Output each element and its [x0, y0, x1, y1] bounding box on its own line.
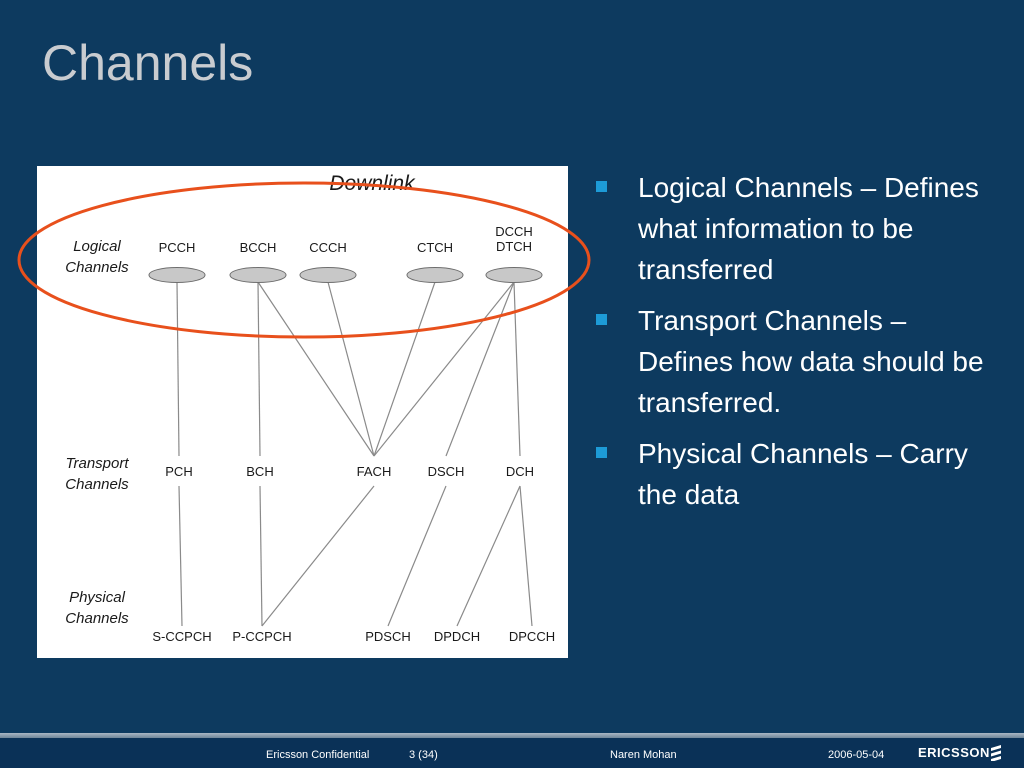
ericsson-logo-icon — [991, 745, 1001, 761]
logical-channel-node-ctch — [406, 267, 464, 283]
mapping-line-ctch-fach — [373, 281, 436, 457]
transport-channel-label-fach: FACH — [357, 464, 392, 479]
transport-channel-label-dsch: DSCH — [428, 464, 465, 479]
footer-date: 2006-05-04 — [828, 749, 885, 761]
square-bullet-icon — [596, 181, 607, 192]
logical-channel-label-dcch-dtch-b: DTCH — [496, 239, 532, 254]
square-bullet-icon — [596, 314, 607, 325]
mapping-line-fach-p-ccpch — [261, 485, 375, 627]
row-label-physical-line2: Channels — [65, 610, 129, 627]
bullet-list: Logical Channels – Defines what informat… — [596, 167, 1006, 525]
footer-bar — [0, 733, 1024, 768]
logical-channel-node-bcch — [229, 267, 287, 283]
bullet-text: Transport Channels – Defines how data sh… — [638, 305, 984, 418]
mapping-line-ccch-fach — [327, 281, 375, 457]
square-bullet-icon — [596, 447, 607, 458]
logical-channels-highlight-oval — [17, 181, 591, 339]
row-label-logical-line1: Logical — [73, 238, 121, 255]
physical-channel-label-pdsch: PDSCH — [365, 629, 411, 644]
row-label-transport-line1: Transport — [65, 455, 129, 472]
row-label-transport-line2: Channels — [65, 476, 129, 493]
bullet-transport-channels: Transport Channels – Defines how data sh… — [596, 300, 1006, 423]
mapping-line-dsch-pdsch — [387, 485, 447, 627]
mapping-line-dch-dpcch — [519, 485, 533, 627]
logical-channel-label-bcch: BCCH — [240, 240, 277, 255]
footer-divider — [0, 733, 1024, 738]
mapping-line-dcch-dtch-dsch — [445, 281, 515, 457]
diagram-heading: Downlink — [329, 172, 416, 195]
ericsson-logo-text: ERICSSON — [918, 745, 990, 760]
transport-channel-label-dch: DCH — [506, 464, 534, 479]
diagram-canvas: DownlinkLogicalChannelsTransportChannels… — [17, 172, 591, 644]
mapping-line-dcch-dtch-dch — [513, 281, 521, 457]
mapping-line-dch-dpdch — [456, 485, 521, 627]
physical-channel-label-s-ccpch: S-CCPCH — [152, 629, 211, 644]
logical-channel-label-pcch: PCCH — [159, 240, 196, 255]
logical-channel-node-dcch-dtch — [485, 267, 543, 283]
logical-channel-label-ccch: CCCH — [309, 240, 347, 255]
row-label-physical-line1: Physical — [69, 589, 126, 606]
physical-channel-label-dpdch: DPDCH — [434, 629, 480, 644]
transport-channel-label-pch: PCH — [165, 464, 192, 479]
mapping-line-dcch-dtch-fach — [373, 281, 515, 457]
mapping-line-bcch-bch — [257, 281, 261, 457]
bullet-text: Physical Channels – Carry the data — [638, 438, 968, 510]
footer-author: Naren Mohan — [610, 749, 677, 761]
mapping-line-pcch-pch — [176, 281, 180, 457]
logical-channel-label-dcch-dtch-a: DCCH — [495, 224, 533, 239]
mapping-line-bcch-fach — [257, 281, 375, 457]
logical-channel-node-pcch — [148, 267, 206, 283]
bullet-logical-channels: Logical Channels – Defines what informat… — [596, 167, 1006, 290]
footer-confidential: Ericsson Confidential — [266, 749, 370, 761]
bullet-physical-channels: Physical Channels – Carry the data — [596, 433, 1006, 515]
transport-channel-label-bch: BCH — [246, 464, 273, 479]
mapping-line-bch-p-ccpch — [259, 485, 263, 627]
footer-page-number: 3 (34) — [409, 749, 438, 761]
slide-title: Channels — [42, 35, 254, 91]
bullet-text: Logical Channels – Defines what informat… — [638, 172, 979, 285]
row-label-logical-line2: Channels — [65, 259, 129, 276]
physical-channel-label-dpcch: DPCCH — [509, 629, 555, 644]
logical-channel-node-ccch — [299, 267, 357, 283]
physical-channel-label-p-ccpch: P-CCPCH — [232, 629, 291, 644]
mapping-line-pch-s-ccpch — [178, 485, 183, 627]
logical-channel-label-ctch: CTCH — [417, 240, 453, 255]
